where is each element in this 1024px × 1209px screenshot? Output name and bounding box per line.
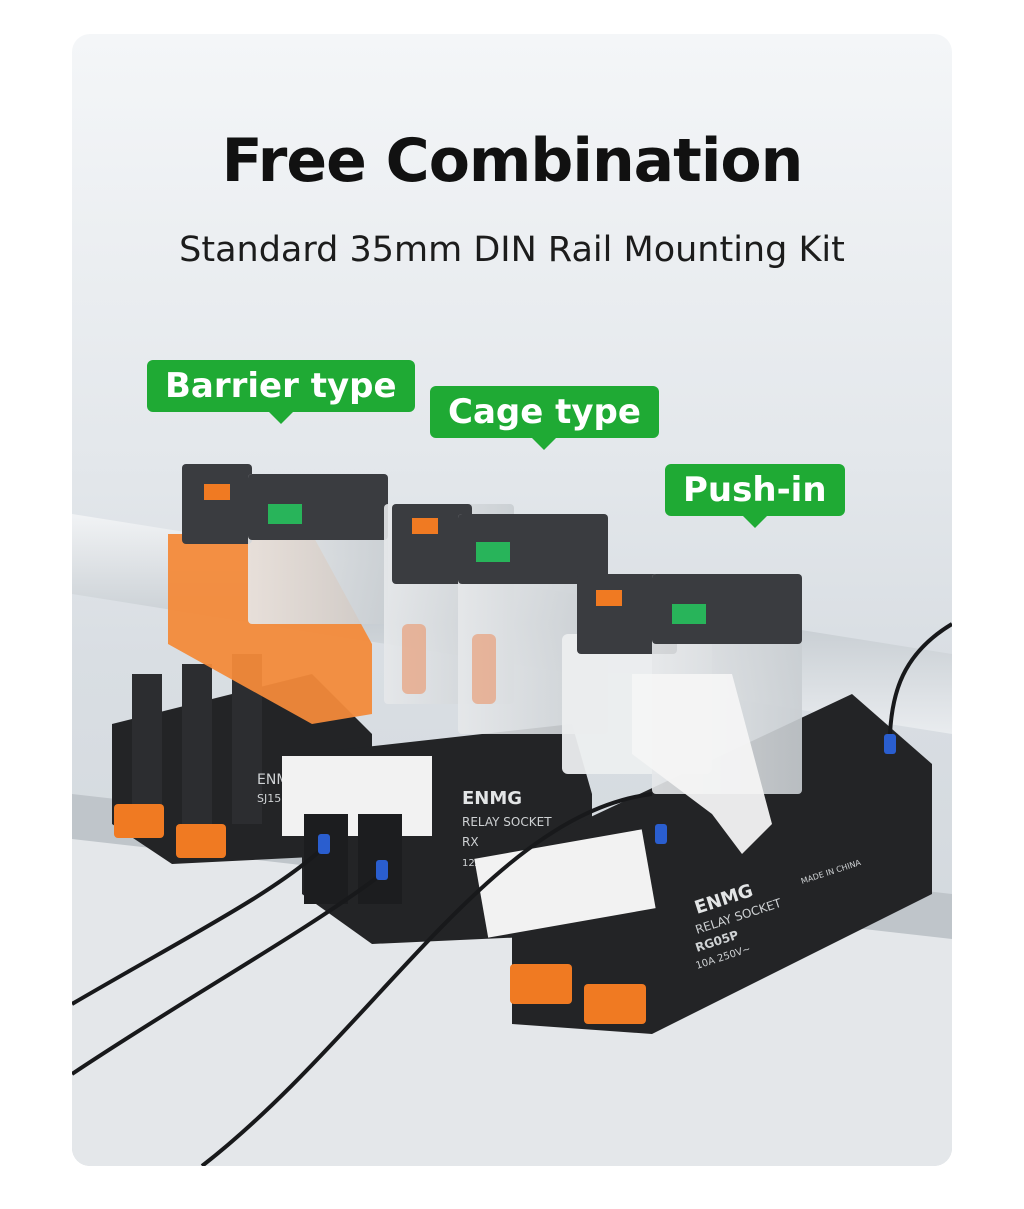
barrier-relays [182, 464, 388, 624]
product-card: ENMG SJ15 ENMG RELAY SOCKET RX 12A 300V [72, 34, 952, 1166]
barrier-socket-model: SJ15 [257, 792, 281, 805]
cage-socket-model: RX [462, 835, 479, 849]
tag-push-in: Push-in [665, 464, 845, 528]
ferrule-1 [318, 834, 330, 854]
wire-3 [200, 792, 653, 1166]
ferrule-3 [655, 824, 667, 844]
pushin-relays [562, 574, 802, 854]
relay-socket-illustration: ENMG SJ15 ENMG RELAY SOCKET RX 12A 300V [72, 464, 952, 1166]
wire-2 [72, 872, 384, 1076]
ferrule-4 [884, 734, 896, 754]
tag-barrier-type: Barrier type [147, 360, 415, 424]
cage-relays [384, 504, 608, 734]
page-title: Free Combination [221, 126, 804, 196]
cage-socket-brand: ENMG [462, 788, 522, 809]
page-subtitle: Standard 35mm DIN Rail Mounting Kit [179, 230, 845, 270]
ferrule-2 [376, 860, 388, 880]
wire-1 [72, 847, 324, 1006]
cage-socket-label: RELAY SOCKET [462, 815, 552, 829]
pushin-socket: ENMG RELAY SOCKET RG05P 10A 250V~ MADE I… [474, 694, 932, 1034]
tag-cage-type: Cage type [430, 386, 659, 450]
wire-4 [888, 622, 952, 735]
